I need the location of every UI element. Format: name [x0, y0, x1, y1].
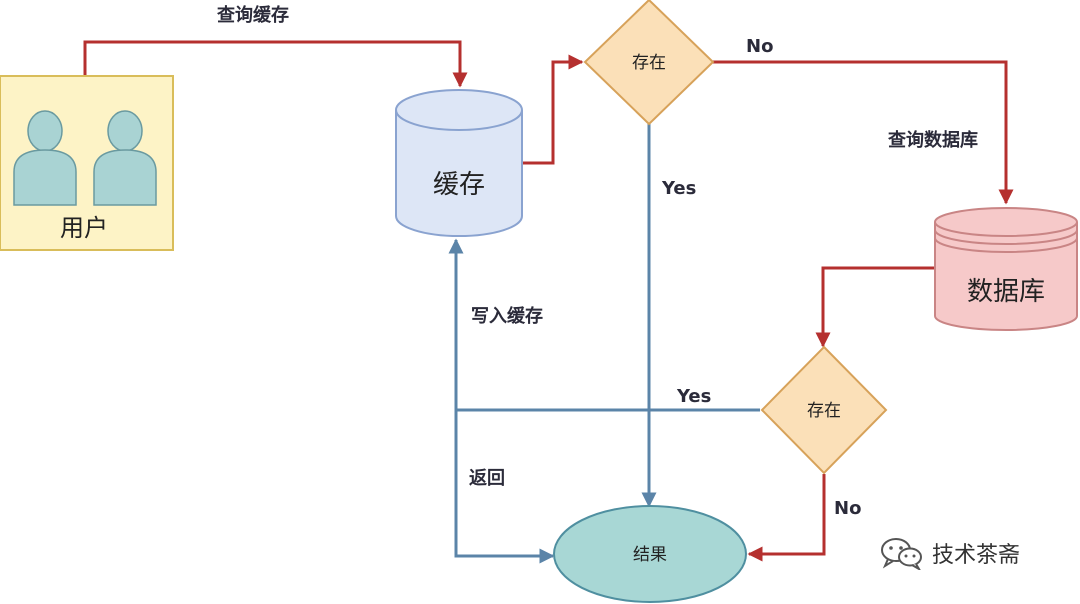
- cache-node: 缓存: [395, 89, 523, 237]
- edge-label-no-1: No: [746, 36, 773, 57]
- person-icon: [93, 110, 157, 206]
- exists-label-2: 存在: [807, 401, 841, 421]
- edge-label-no-2: No: [834, 498, 861, 519]
- edge-exists1-to-database: [713, 60, 1014, 205]
- user-node: 用户: [0, 75, 174, 251]
- wechat-icon: [881, 538, 922, 570]
- edge-label-yes-1: Yes: [661, 178, 696, 199]
- database-label: 数据库: [967, 277, 1045, 307]
- exists-diamond-2: 存在: [760, 345, 888, 475]
- watermark: 技术茶斋: [880, 536, 1020, 570]
- edge-database-to-exists2: [815, 266, 934, 348]
- edge-label-return: 返回: [469, 468, 505, 489]
- edge-return: [454, 410, 555, 564]
- edge-user-to-cache: [83, 40, 468, 88]
- edge-label-write-cache: 写入缓存: [471, 305, 543, 327]
- result-node: 结果: [553, 505, 747, 603]
- exists-diamond-1: 存在: [583, 0, 715, 126]
- person-icon: [13, 110, 77, 206]
- edge-label-query-cache: 查询缓存: [217, 4, 289, 26]
- edge-label-yes-2: Yes: [676, 386, 711, 407]
- exists-label-1: 存在: [632, 53, 666, 73]
- edge-cache-to-exists1: [522, 54, 584, 165]
- user-label: 用户: [60, 214, 108, 242]
- cache-label: 缓存: [433, 170, 485, 200]
- database-node: 数据库: [934, 207, 1078, 331]
- edge-exists2-to-result: [747, 474, 826, 562]
- edge-label-query-db: 查询数据库: [888, 129, 978, 151]
- watermark-text: 技术茶斋: [932, 543, 1021, 568]
- result-label: 结果: [633, 545, 667, 565]
